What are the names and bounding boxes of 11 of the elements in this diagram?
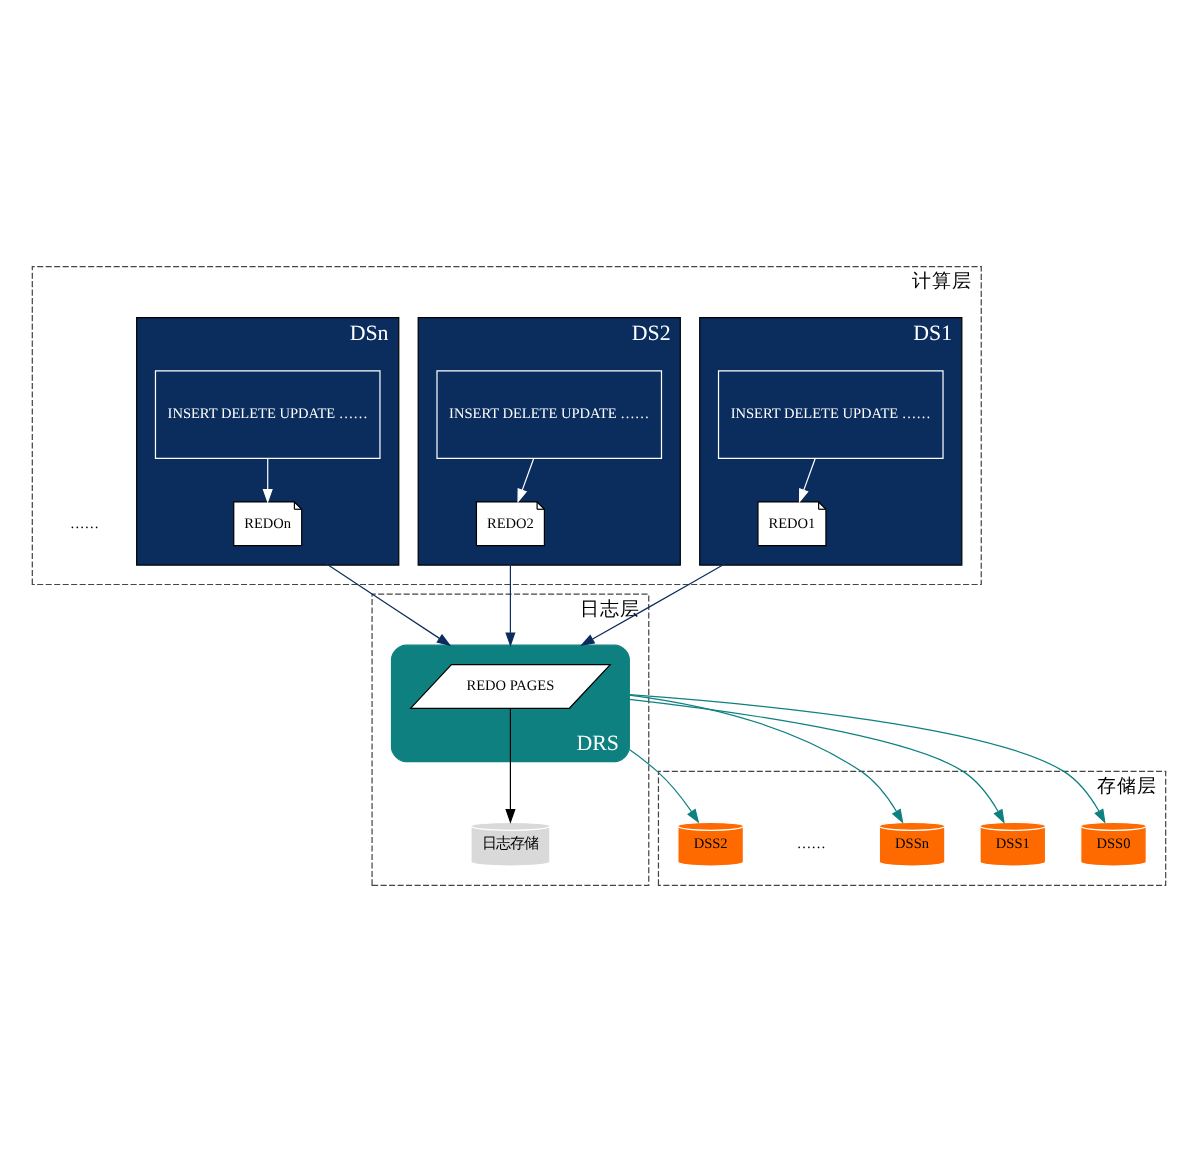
arrow <box>298 545 452 647</box>
arrow <box>505 545 516 647</box>
arrow <box>262 457 273 504</box>
arrow <box>628 694 904 824</box>
arrow <box>505 708 516 824</box>
arrow <box>628 694 1106 824</box>
arrow <box>628 698 1005 824</box>
arrow <box>517 457 535 504</box>
arrow <box>798 457 816 504</box>
arrow <box>628 749 700 824</box>
arrow <box>580 544 759 647</box>
